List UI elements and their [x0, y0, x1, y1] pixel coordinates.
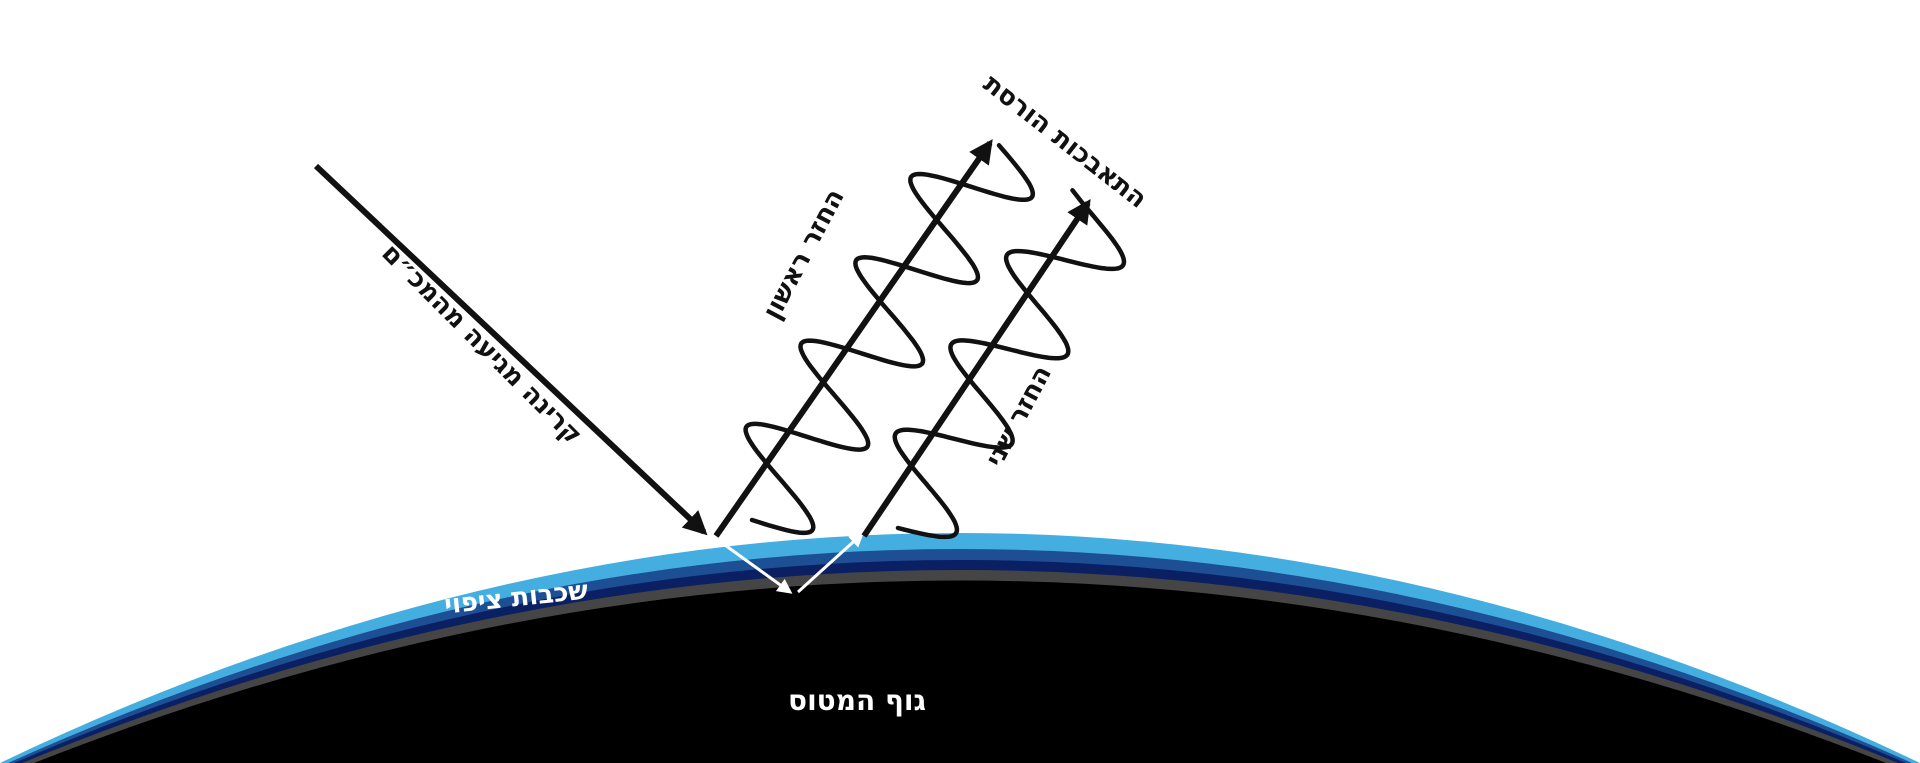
- destructive-interference-label: התאבכות הורסת: [977, 69, 1152, 215]
- aircraft-body-label: גוף המטוס: [788, 684, 926, 717]
- second-reflection-wave: [892, 188, 1127, 540]
- incoming-ray-label: קרינה מגיעה מהמכ״ם: [376, 238, 588, 450]
- aircraft-surface: [0, 533, 1920, 763]
- first-reflection-label: החזר ראשון: [757, 184, 851, 324]
- internal-ray-down: [717, 538, 793, 594]
- incoming-ray-arrow: [313, 163, 708, 536]
- second-reflection-label: החזר שני: [980, 361, 1058, 472]
- aircraft-body: [34, 580, 1886, 763]
- second-reflection-arrow: [861, 199, 1091, 538]
- first-reflection-arrow: [713, 139, 993, 538]
- internal-ray-up: [796, 531, 865, 594]
- first-reflection-wave: [743, 143, 1036, 536]
